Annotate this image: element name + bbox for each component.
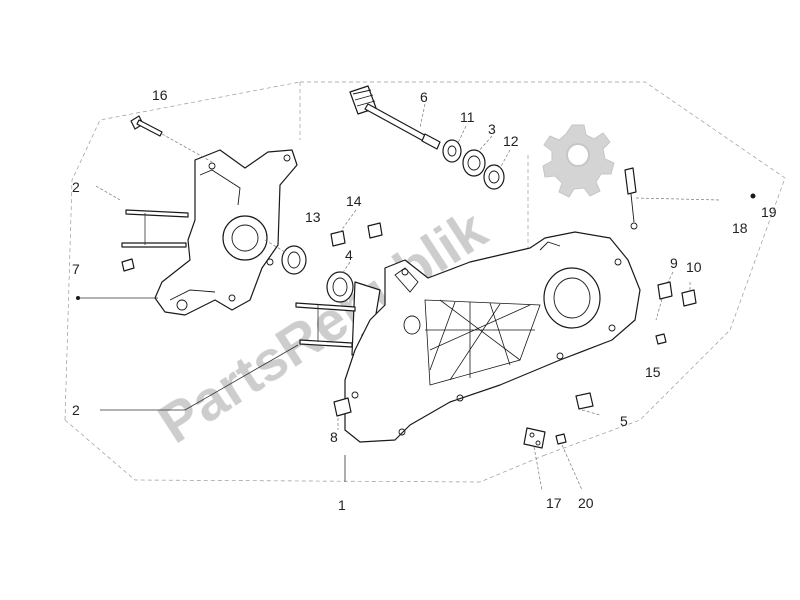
stud-bolts-part-2-left (121, 209, 189, 248)
stud-part-9 (657, 281, 673, 300)
callout-16: 16 (152, 87, 168, 103)
crankcase-half-left (154, 149, 298, 316)
bracket-part-17 (523, 427, 546, 449)
callout-1: 1 (338, 497, 346, 513)
callout-5: 5 (620, 413, 628, 429)
oil-seal-part-12 (483, 164, 505, 190)
dowel-pin-part-7 (121, 258, 135, 272)
callout-labels: 1 2 2 3 4 5 6 7 8 9 10 11 12 13 14 15 16… (72, 87, 777, 513)
callout-10: 10 (686, 259, 702, 275)
callout-14: 14 (346, 193, 362, 209)
bolt-part-16 (130, 115, 213, 163)
bolt-part-20 (555, 433, 567, 445)
dowel-part-8 (333, 397, 352, 417)
oil-seal-part-13 (264, 239, 307, 275)
gear-icon (542, 124, 615, 198)
callout-18: 18 (732, 220, 748, 236)
callout-7: 7 (72, 261, 80, 277)
pin-part-5 (575, 392, 594, 410)
washer-part-11 (442, 139, 462, 163)
nut-part-10 (681, 289, 697, 307)
callout-2-lower: 2 (72, 402, 80, 418)
shaft-part-6 (349, 85, 441, 150)
main-crankcase-part-1 (344, 231, 641, 443)
callout-13: 13 (305, 209, 321, 225)
callout-3: 3 (488, 121, 496, 137)
callout-15: 15 (645, 364, 661, 380)
pin-part-15 (655, 333, 667, 345)
callout-19: 19 (761, 204, 777, 220)
callout-20: 20 (578, 495, 594, 511)
callout-6: 6 (420, 89, 428, 105)
bearing-part-3 (462, 149, 486, 177)
callout-11: 11 (460, 109, 475, 125)
callout-2-upper: 2 (72, 179, 80, 195)
callout-17: 17 (546, 495, 562, 511)
callout-8: 8 (330, 429, 338, 445)
bearing-part-4 (326, 271, 354, 303)
callout-9: 9 (670, 255, 678, 271)
callout-4: 4 (345, 247, 353, 263)
callout-12: 12 (503, 133, 519, 149)
dipstick-part-18 (624, 167, 638, 230)
leader-lines (76, 103, 756, 491)
bushings-part-14 (330, 222, 383, 247)
assembly-boundary (64, 81, 786, 483)
